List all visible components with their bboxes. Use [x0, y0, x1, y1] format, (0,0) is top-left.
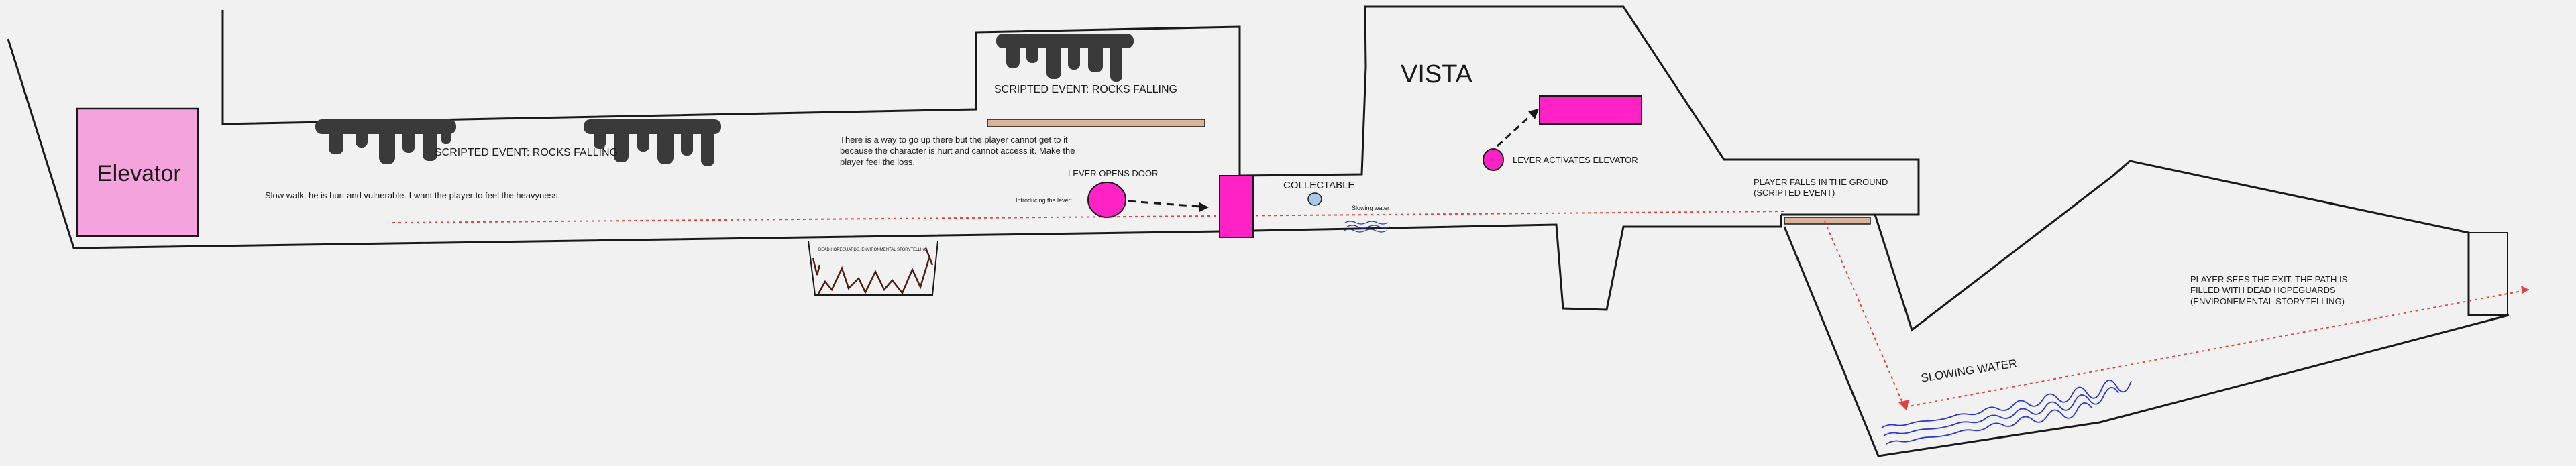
- rocks-event-label-1: SCRIPTED EVENT: ROCKS FALLING: [435, 147, 618, 158]
- player-path-upper: [392, 211, 1785, 223]
- elevator-lever[interactable]: [1483, 148, 1504, 171]
- exit-frame: [2468, 232, 2508, 315]
- player-path-fall-arrowhead: [1898, 400, 1909, 410]
- falling-rocks-2: [584, 119, 721, 166]
- slowing-water-small: [1343, 221, 1391, 233]
- pit-remains: [812, 247, 934, 295]
- player-path-exit-arrowhead: [2521, 286, 2529, 294]
- falling-rocks-3: [996, 34, 1134, 82]
- falling-rocks-1: [315, 119, 456, 164]
- introducing-lever-note: Introducing the lever:: [1016, 197, 1073, 204]
- rocks-event-label-2: SCRIPTED EVENT: ROCKS FALLING: [994, 84, 1177, 95]
- way-up-note: There is a way to go up there but the pl…: [840, 135, 1075, 167]
- lever-activates-elevator-label: LEVER ACTIVATES ELEVATOR: [1513, 155, 1638, 165]
- slow-walk-note: Slow walk, he is hurt and vulnerable. I …: [265, 190, 561, 200]
- player-path-fall: [1824, 221, 1904, 406]
- upper-platform: [987, 119, 1205, 127]
- falling-floor-platform: [1784, 217, 1871, 225]
- upper-elevator: [1539, 95, 1642, 125]
- collectable[interactable]: [1307, 192, 1322, 206]
- wall-right-lower: [1783, 226, 2510, 457]
- vista-label: VISTA: [1401, 60, 1472, 89]
- door-lever-link: [1128, 200, 1201, 208]
- slowing-water-small-label: Slowing water: [1352, 205, 1390, 211]
- door-lever[interactable]: [1087, 182, 1126, 218]
- door-lever-link-arrowhead: [1199, 202, 1209, 212]
- wall-start-segment: [7, 38, 1222, 249]
- lever-opens-door-label: LEVER OPENS DOOR: [1068, 168, 1159, 178]
- collectable-label: COLLECTABLE: [1283, 180, 1355, 191]
- player-falls-label: PLAYER FALLS IN THE GROUND (SCRIPTED EVE…: [1754, 177, 1888, 198]
- door: [1219, 175, 1254, 238]
- player-path-exit: [1904, 289, 2530, 408]
- elevator-lever-link-arrowhead: [1528, 109, 1539, 119]
- pit-caption: DEAD HOPEGUARDS, ENVIRONMENTAL STORYTELL…: [818, 248, 928, 252]
- wall-upper-left: [221, 5, 1920, 216]
- slowing-water-large: [1881, 380, 2132, 445]
- pit: [808, 241, 938, 296]
- elevator-lever-link: [1496, 114, 1532, 148]
- elevator-label: Elevator: [97, 161, 181, 186]
- elevator[interactable]: [76, 107, 199, 237]
- exit-note: PLAYER SEES THE EXIT. THE PATH IS FILLED…: [2190, 274, 2348, 306]
- wall-lower-mid: [1220, 215, 1782, 311]
